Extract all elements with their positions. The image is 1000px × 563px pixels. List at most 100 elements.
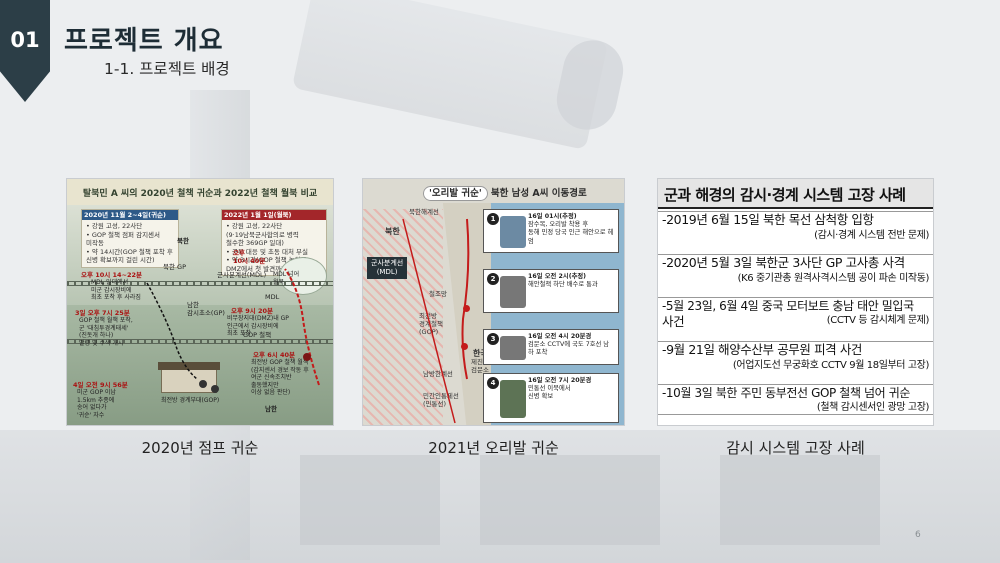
figure-jump-defection-infographic: 탈북민 A 씨의 2020년 철책 귀순과 2022년 철책 월북 비교 202…	[66, 178, 334, 426]
gop-fence-line	[67, 339, 333, 344]
infographic-header: 탈북민 A 씨의 2020년 철책 귀순과 2022년 철책 월북 비교	[67, 179, 333, 205]
case-note: (어업지도선 무궁화호 CCTV 9월 18일부터 고장)	[732, 359, 930, 371]
timeline-right-1-desc: 최전방 GOP 철책 월책 (감지센서 경보 작동 후 여군 신속조치반 출동했…	[251, 359, 309, 396]
label-civil-line: 민간인통제선 (민통선)	[423, 392, 459, 408]
right-info-line: • 약 3시간(GOP 철책 놓치고	[226, 256, 307, 265]
dmz-hatched-area	[363, 209, 443, 425]
caption-figure-1: 2020년 점프 귀순	[141, 439, 259, 457]
swimmer-illustration	[500, 216, 526, 248]
section-number: 01	[10, 28, 40, 52]
case-title: -2019년 6월 15일 북한 목선 삼척항 입항	[662, 212, 874, 227]
mdl-fence-line	[67, 281, 333, 286]
case-note: (CCTV 등 감시체계 문제)	[826, 315, 930, 327]
event-line: 해안철책 하단 배수로 통과	[528, 281, 598, 289]
event-line: 16일 01시(추정)	[528, 213, 577, 220]
case-title: -2020년 5월 3일 북한군 3사단 GP 고사총 사격	[662, 255, 905, 270]
right-info-line: DMZ에서 첫 발견까지 걸린 시간)	[226, 264, 318, 273]
korea-map-inset	[279, 257, 327, 295]
timeline-left-1-desc: MDL 일대에서 미군 감시장비에 최초 포착 후 사라짐	[91, 279, 141, 301]
right-info-line: 철수한 369GP 일대)	[226, 239, 284, 248]
label-north-gp: 북한 GP	[163, 263, 186, 271]
figure-system-failure-cases: 군과 해경의 감시·경계 시스템 고장 사례 -2019년 6월 15일 북한 …	[657, 178, 934, 426]
map-header: '오리발 귀순'북한 남성 A씨 이동경로	[423, 185, 587, 201]
left-info-line: • GOP 철책 점퍼 감지센서	[86, 230, 161, 239]
soldier-figure	[211, 385, 219, 393]
figure-flipper-defection-map: '오리발 귀순'북한 남성 A씨 이동경로 북한해계선 북한 군사분계선 (MD…	[362, 178, 625, 426]
event-line: 16일 오전 4시 20분경	[528, 333, 592, 340]
timeline-right-1-time: 오후 6시 40분	[253, 351, 296, 359]
case-title-cont: 사건	[662, 314, 685, 330]
left-info-box-title: 2020년 11월 2~4일(귀순)	[82, 210, 178, 221]
timeline-right-3-desc: MDL 넘어 월북	[273, 271, 300, 286]
left-info-line: 미작동	[86, 239, 104, 248]
soldiers-illustration	[500, 380, 526, 418]
right-info-box-title: 2022년 1월 1일(월북)	[222, 210, 326, 221]
event-line: 신병 확보	[528, 393, 554, 401]
wall-block	[720, 455, 880, 545]
timeline-left-1-time: 오후 10시 14~22분	[81, 271, 143, 279]
right-info-line: • 군부 대응 및 초동 대처 부실	[226, 247, 309, 256]
case-item: -10월 3일 북한 주민 동부전선 GOP 철책 넘어 귀순 (철책 감시센서…	[658, 384, 933, 416]
event-card-2: 2 16일 오전 2시(추정) 해안철책 하단 배수로 통과	[483, 269, 619, 313]
location-pin	[461, 343, 468, 350]
defection-route-svg	[146, 268, 320, 393]
left-info-line: • 강원 고성, 22사단	[86, 222, 143, 231]
timeline-right-2: 오후 9시 20분	[231, 307, 273, 315]
map-header-tag: '오리발 귀순'	[423, 186, 488, 201]
slide-subtitle: 1-1. 프로젝트 배경	[104, 60, 230, 78]
case-note: (K6 중기관총 원격사격시스템 공이 파손 미작동)	[737, 272, 930, 284]
timeline-left-2: 3일 오후 7시 25분	[75, 309, 130, 317]
event-line: 16일 오전 2시(추정)	[528, 273, 587, 280]
timeline-left-3: 4일 오전 9시 56분	[73, 381, 128, 389]
label-north-fence: 북한해계선	[409, 208, 439, 216]
wall-block	[300, 455, 440, 545]
timeline-left-2-desc: GOP 철책 월책 포착, 군 '대침투경계태세' (진돗개 하나) 발령 및 …	[79, 317, 133, 347]
left-info-box: 2020년 11월 2~4일(귀순) • 강원 고성, 22사단 • GOP 철…	[81, 209, 179, 268]
gop-building	[158, 362, 220, 393]
event-number: 1	[487, 213, 499, 225]
label-south: 남한	[265, 405, 277, 413]
case-note: (감시·경계 시스템 전반 문제)	[814, 229, 929, 241]
event-number: 4	[487, 377, 499, 389]
label-gp-fence: 철조망	[429, 290, 447, 298]
timeline-right-2-desc: 비무장지대(DMZ)내 GP 인근에서 감시장비에 최초 포착	[227, 315, 289, 337]
route-2020-path	[146, 282, 198, 380]
label-mdl: 군사분계선 (MDL)	[367, 257, 408, 280]
location-pin	[463, 305, 470, 312]
drain-illustration	[500, 276, 526, 308]
event-number: 2	[487, 273, 499, 285]
timeline-left-3-time: 4일 오전 9시 56분	[73, 381, 128, 389]
wall-block	[480, 455, 660, 545]
event-line: 검문소 CCTV에 국도 7호선 남하 포착	[528, 341, 610, 357]
label-north: 북한	[385, 227, 400, 236]
event-line: 동해 민정 당국 인근 해안으로 헤엄	[528, 229, 614, 245]
timeline-left-1: 오후 10시 14~22분	[81, 271, 142, 279]
event-card-3: 3 16일 오전 4시 20분경 검문소 CCTV에 국도 7호선 남하 포착	[483, 329, 619, 365]
timeline-right-1: 오후 6시 40분	[253, 351, 295, 359]
timeline-right-3: 오후 10시 40분	[233, 249, 265, 265]
mdl-line	[402, 218, 456, 424]
event-line: 잠수복, 오리발 착용 후	[528, 221, 589, 229]
case-item: -2020년 5월 3일 북한군 3사단 GP 고사총 사격 (K6 중기관총 …	[658, 254, 933, 285]
caption-figure-3: 감시 시스템 고장 사례	[726, 439, 865, 457]
case-title: -10월 3일 북한 주민 동부전선 GOP 철책 넘어 귀순	[662, 386, 910, 400]
cases-header: 군과 해경의 감시·경계 시스템 고장 사례	[658, 179, 933, 209]
left-info-line: 신병 확보까지 걸린 시간)	[86, 256, 155, 265]
case-item: -5월 23일, 6월 4일 중국 모터보트 충남 태안 밀입국 사건 (CCT…	[658, 297, 933, 331]
label-building: 최전방 경계부대(GOP)	[161, 397, 220, 404]
slide-title: 프로젝트 개요	[64, 26, 224, 56]
label-south-gp: 남한 감시초소(GP)	[187, 301, 225, 318]
soldier-figure	[199, 380, 207, 388]
case-note: (철책 감시센서인 광망 고장)	[816, 402, 930, 414]
route-2022-path	[284, 268, 320, 386]
event-number: 3	[487, 333, 499, 345]
label-mdl: 군사분계선(MDL)	[217, 271, 267, 279]
case-title: -9월 21일 해양수산부 공무원 피격 사건	[662, 342, 863, 357]
label-korea: 한국	[473, 349, 488, 358]
timeline-left-2-time: 3일 오후 7시 25분	[75, 309, 130, 317]
event-line: 16일 오전 7시 20분경	[528, 377, 592, 384]
left-info-line: • 약 14시간(GOP 철책 포착 후	[86, 247, 173, 256]
map-header-title: 북한 남성 A씨 이동경로	[490, 188, 587, 199]
timeline-left-3-desc: 미군 GOP 이남 1.5km 추종에 송어 없다가 '귀순' 자수	[77, 389, 116, 419]
label-north: 북한	[177, 237, 189, 245]
